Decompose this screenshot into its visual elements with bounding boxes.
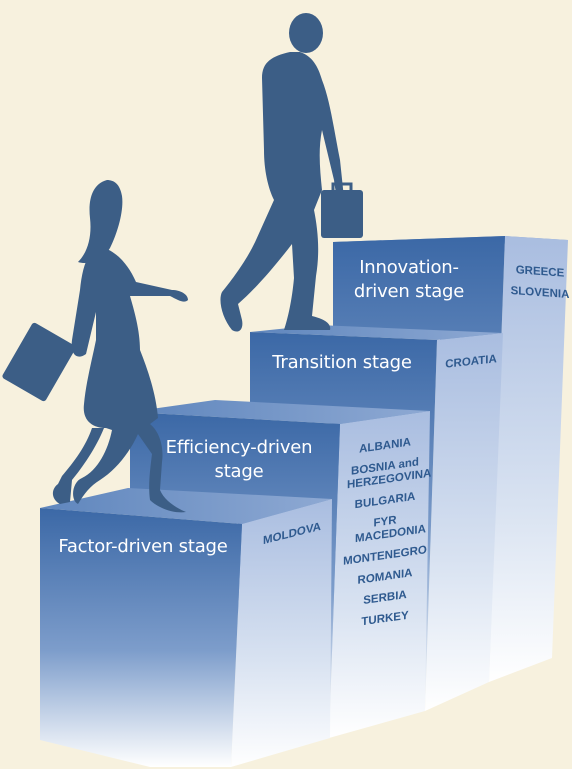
step-factor-side [231,499,332,767]
country-item: BOSNIA and HERZEGOVINA [347,456,432,492]
country-item: FYR MACEDONIA [355,514,426,546]
woman-silhouette [2,180,188,513]
step-factor-front [40,508,242,767]
man-body [220,52,344,332]
step-transition-side [425,333,503,711]
step-factor [40,488,332,767]
step-innovation-side [489,236,568,682]
stage-efficiency-label-text: Efficiency-driven stage [165,437,313,482]
step-efficiency-top [130,400,430,424]
step-factor-top [40,488,332,524]
briefcase-man [321,190,363,238]
stage-factor-label: Factor-driven stage [58,536,228,557]
stage-innovation-label: Innovation-driven stage [335,256,483,304]
man-head [289,13,323,53]
stage-efficiency-label: Efficiency-driven stage [150,436,328,484]
man-silhouette [220,13,363,332]
country-item: SLOVENIA [510,284,570,302]
woman-hair [78,180,123,264]
woman-leg-back [52,428,104,504]
step-efficiency-side [329,411,430,738]
country-item: BULGARIA [354,490,416,512]
stage-innovation-label-text: Innovation-driven stage [353,257,465,302]
stage-transition-label: Transition stage [272,352,412,373]
countries-innovation: GREECE SLOVENIA [508,264,572,310]
countries-efficiency: ALBANIA BOSNIA and HERZEGOVINA BULGARIA … [340,434,432,641]
country-item: TURKEY [361,609,409,629]
briefcase-man-handle [331,182,353,190]
briefcase-woman [2,322,76,402]
woman-body [71,246,188,513]
